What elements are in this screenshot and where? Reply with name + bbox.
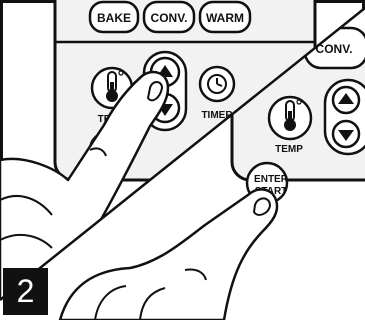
temp-button-zoomed[interactable] [269,97,311,139]
step-number-badge: 2 [3,268,48,315]
bake-button[interactable]: BAKE [90,2,138,32]
warm-button[interactable]: WARM [200,2,250,32]
enter-label: ENTER [254,174,289,185]
warm-button-label: WARM [206,11,244,25]
temp-label-zoomed: TEMP [275,144,303,155]
conv-button[interactable]: CONV. [144,2,194,32]
conv-button-label: CONV. [151,11,188,25]
bake-button-label: BAKE [97,11,131,25]
timer-button[interactable] [200,67,234,101]
up-down-rocker-zoomed[interactable] [325,80,365,154]
